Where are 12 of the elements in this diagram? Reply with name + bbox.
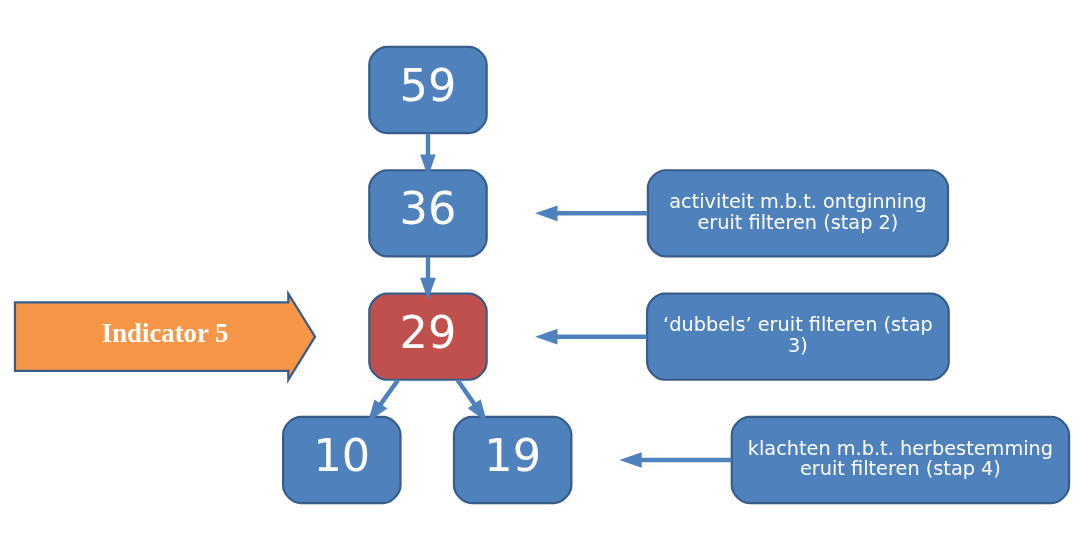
node-box: 59 xyxy=(368,45,488,134)
node-box: 10 xyxy=(282,415,402,504)
node-box: klachten m.b.t. herbestemming eruit filteren (stap 4) xyxy=(730,415,1071,504)
arrow xyxy=(535,205,648,221)
node-box: 29 xyxy=(368,291,488,381)
node-box: 19 xyxy=(452,415,573,504)
arrow xyxy=(420,256,436,300)
arrow xyxy=(619,451,732,468)
node-box: activiteit m.b.t. ontginning eruit filteren (stap 2) xyxy=(646,168,950,258)
node-box: ‘dubbels’ eruit filteren (stap 3) xyxy=(646,291,950,381)
node-box: 36 xyxy=(368,168,488,258)
arrow xyxy=(535,328,647,344)
